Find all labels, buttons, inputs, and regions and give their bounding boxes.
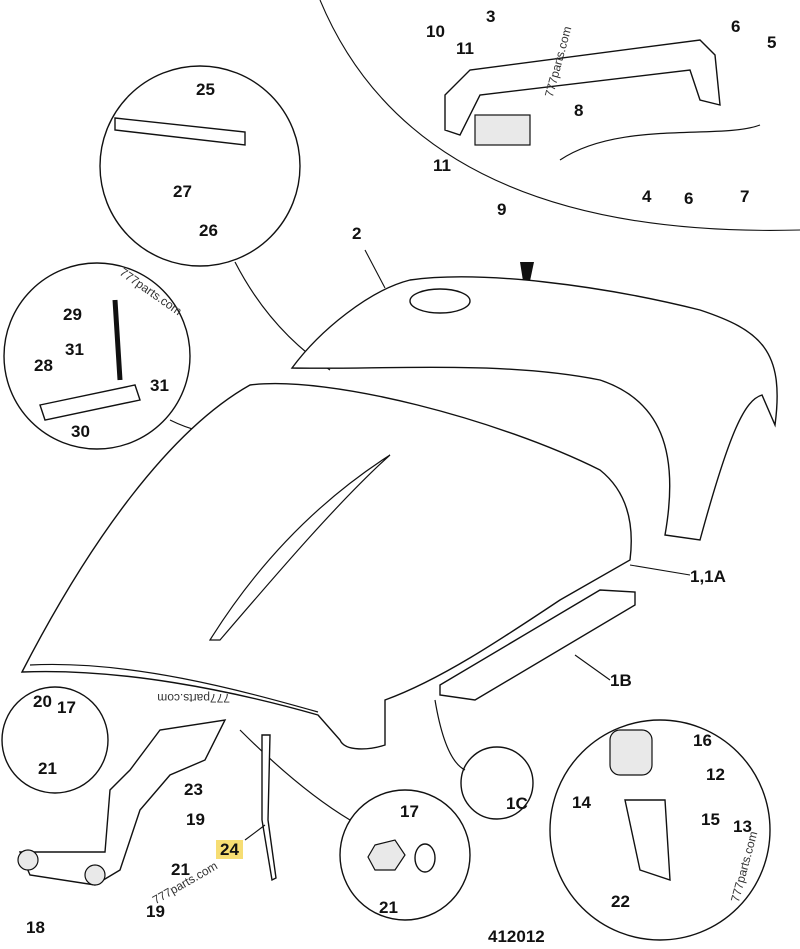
leader-1b <box>574 654 611 681</box>
plate-bracket <box>39 384 141 421</box>
callout-15: 15 <box>701 810 720 829</box>
watermark-hood: 777parts.com <box>157 691 230 705</box>
callout-13: 13 <box>733 817 752 836</box>
callout-19-upper: 19 <box>186 810 205 829</box>
bolt-shank <box>112 299 123 381</box>
detail-circle-hinge-bolt <box>1 686 109 794</box>
callout-30: 30 <box>71 422 90 441</box>
callout-19-lower: 19 <box>146 902 165 921</box>
callout-25: 25 <box>196 80 215 99</box>
callout-10: 10 <box>426 22 445 41</box>
detail-circle-pad <box>460 746 534 820</box>
callout-29: 29 <box>63 305 82 324</box>
figure-number: 412012 <box>488 927 545 946</box>
callout-11-top: 11 <box>456 39 474 58</box>
detail-pointer-pad <box>434 699 466 771</box>
latch-block <box>474 114 531 146</box>
buffer-bracket <box>624 799 671 881</box>
callout-7: 7 <box>740 187 750 206</box>
callout-22: 22 <box>611 892 630 911</box>
callout-21-hinge: 21 <box>171 860 190 879</box>
callout-16: 16 <box>693 731 712 750</box>
callout-21-nut: 21 <box>379 898 398 917</box>
callout-17-nut: 17 <box>400 802 419 821</box>
callout-3: 3 <box>486 7 496 26</box>
detail-circle-latch <box>319 0 800 231</box>
leader-1 <box>629 564 691 576</box>
hinge-roller-left <box>17 849 39 871</box>
hood-front-edge <box>29 663 319 713</box>
hinge-roller-right <box>84 864 106 886</box>
callout-6-top: 6 <box>731 17 741 36</box>
callout-17-left: 17 <box>57 698 76 717</box>
callout-1b: 1B <box>610 671 632 690</box>
hood-crease <box>208 454 391 641</box>
detail-circle-bracket <box>99 65 301 267</box>
callout-23: 23 <box>184 780 203 799</box>
latch-bracket <box>444 39 721 136</box>
callout-21-left: 21 <box>38 759 57 778</box>
callout-20: 20 <box>33 692 52 711</box>
rubber-buffer <box>609 729 653 776</box>
callout-6-bottom: 6 <box>684 189 694 208</box>
callout-5: 5 <box>767 33 777 52</box>
callout-9: 9 <box>497 200 507 219</box>
hood-cover <box>290 276 778 541</box>
detail-pointer-nut <box>239 729 351 821</box>
hex-nut <box>367 839 406 871</box>
callout-31-upper: 31 <box>65 340 84 359</box>
callout-4: 4 <box>642 187 652 206</box>
leader-2 <box>364 249 386 289</box>
callout-28: 28 <box>34 356 53 375</box>
strap-bracket <box>114 117 246 146</box>
callout-12: 12 <box>706 765 725 784</box>
callout-18: 18 <box>26 918 45 937</box>
callout-14: 14 <box>572 793 591 812</box>
latch-cable <box>559 124 761 161</box>
leader-24 <box>244 824 266 841</box>
gas-strut <box>261 734 277 882</box>
callout-8: 8 <box>574 101 584 120</box>
callout-31-lower: 31 <box>150 376 169 395</box>
cover-hole <box>409 288 471 314</box>
washer <box>414 843 436 873</box>
callout-2: 2 <box>352 224 362 243</box>
callout-24-highlighted: 24 <box>216 840 243 859</box>
rubber-block <box>439 589 636 701</box>
callout-1c: 1C <box>506 794 528 813</box>
callout-1-1a: 1,1A <box>690 567 726 586</box>
callout-27: 27 <box>173 182 192 201</box>
hood-body <box>20 382 632 750</box>
callout-26: 26 <box>199 221 218 240</box>
callout-11-left: 11 <box>433 156 451 175</box>
